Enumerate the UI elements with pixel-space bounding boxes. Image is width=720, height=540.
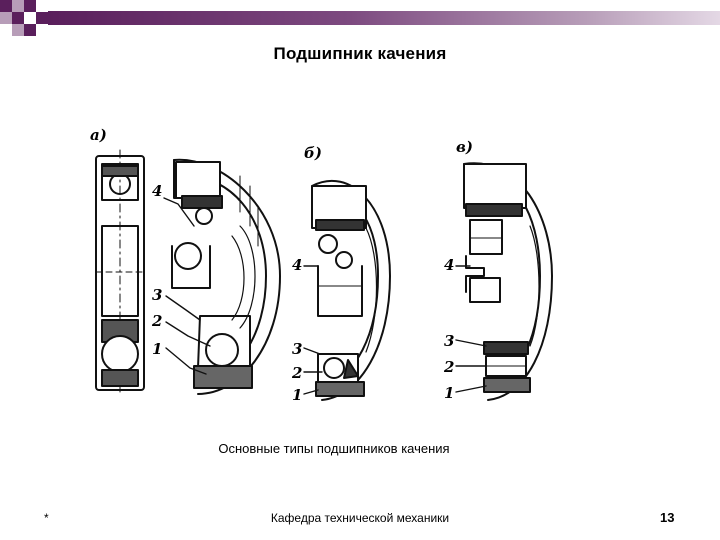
decor-square [12, 24, 24, 36]
panel-a-callout-4: 4 [152, 182, 162, 200]
panel-b-callout-4: 4 [292, 256, 302, 274]
panel-a-callout-3: 3 [152, 286, 162, 304]
callout-leaders [163, 197, 487, 395]
decor-square [24, 0, 36, 12]
panel-a-cutaway-view [171, 158, 281, 395]
panel-c-callout-3: 3 [444, 332, 454, 350]
footer-marker: * [44, 511, 49, 525]
panel-a-callout-1: 1 [152, 340, 162, 358]
header-gradient-band [48, 11, 720, 25]
decor-square [12, 0, 24, 12]
panel-a-section-view [95, 149, 145, 397]
panel-b-callout-1: 1 [292, 386, 302, 404]
panel-c-callout-2: 2 [443, 358, 454, 376]
panel-c-label: в) [456, 138, 473, 156]
slide-number: 13 [660, 510, 675, 525]
decor-square [0, 12, 12, 24]
slide-header-decoration [0, 0, 720, 46]
panel-b-callout-2: 2 [291, 364, 302, 382]
panel-c-callout-1: 1 [444, 384, 454, 402]
panel-b-drawing [311, 180, 391, 401]
panel-a-label: а) [90, 126, 107, 144]
panel-a-callout-2: 2 [151, 312, 162, 330]
footer-department: Кафедра технической механики [270, 511, 450, 525]
panel-c-callout-4: 4 [444, 256, 454, 274]
panel-b-label: б) [304, 144, 322, 162]
panel-b-callout-3: 3 [292, 340, 302, 358]
panel-c-drawing [463, 162, 553, 401]
decor-square [24, 24, 36, 36]
decor-square [36, 12, 48, 24]
slide-title: Подшипник качения [273, 44, 447, 63]
decor-square [12, 12, 24, 24]
figure-caption: Основные типы подшипников качения [218, 441, 450, 456]
decor-square [0, 0, 12, 12]
bearing-types-figure: а) 4 3 2 1 б) 4 3 2 1 в) 4 3 2 1 [90, 126, 553, 404]
